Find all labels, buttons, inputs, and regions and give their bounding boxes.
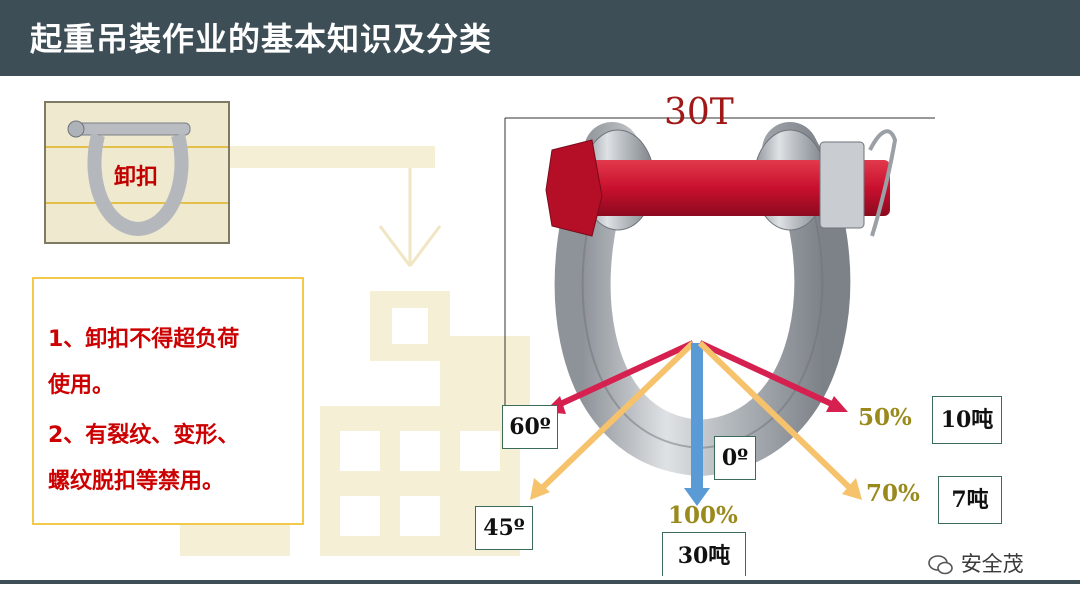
percent-100-label: 100% <box>668 502 738 529</box>
footer-rule <box>0 580 1080 584</box>
arrow-0-head <box>684 488 710 506</box>
shackle-thumbnail: 卸扣 <box>44 101 230 244</box>
shackle-thumbnail-image <box>46 103 228 242</box>
rule-line-3: 2、有裂纹、变形、 <box>48 423 240 448</box>
rules-textbox: 1、卸扣不得超负荷 使用。 2、有裂纹、变形、 螺纹脱扣等禁用。 <box>32 277 304 525</box>
load-7t-label: 7吨 <box>938 476 1002 524</box>
cotter-pin <box>868 129 898 237</box>
pin-nut <box>819 141 865 229</box>
footer-bar <box>0 576 1080 608</box>
arrow-70 <box>697 340 855 493</box>
angle-45-label: 45º <box>475 506 533 550</box>
rule-line-1: 1、卸扣不得超负荷 <box>48 327 240 352</box>
capacity-label: 30T <box>664 92 734 133</box>
arrow-45 <box>537 340 696 493</box>
load-30t-label: 30吨 <box>662 532 746 580</box>
percent-50-label: 50% <box>858 404 912 431</box>
arrow-70-head <box>842 478 862 500</box>
rule-line-2: 使用。 <box>48 373 115 398</box>
load-10t-label: 10吨 <box>932 396 1002 444</box>
pin-head <box>545 139 603 237</box>
arrow-50-head <box>826 396 848 412</box>
shackle-pin <box>590 160 890 216</box>
percent-70-label: 70% <box>866 480 920 507</box>
watermark: 安全茂 <box>928 548 1024 578</box>
angle-0-label: 0º <box>714 436 756 480</box>
watermark-text: 安全茂 <box>960 552 1024 576</box>
load-arrows <box>530 340 862 506</box>
header-bar: 起重吊装作业的基本知识及分类 <box>0 0 1080 76</box>
arrow-60 <box>554 340 695 409</box>
page-title: 起重吊装作业的基本知识及分类 <box>30 20 493 58</box>
rule-line-4: 螺纹脱扣等禁用。 <box>48 469 225 494</box>
arrow-45-head <box>530 478 550 500</box>
wechat-icon <box>928 554 954 576</box>
arrow-50 <box>698 340 838 409</box>
angle-60-label: 60º <box>502 405 558 449</box>
thumbnail-label: 卸扣 <box>114 165 159 190</box>
